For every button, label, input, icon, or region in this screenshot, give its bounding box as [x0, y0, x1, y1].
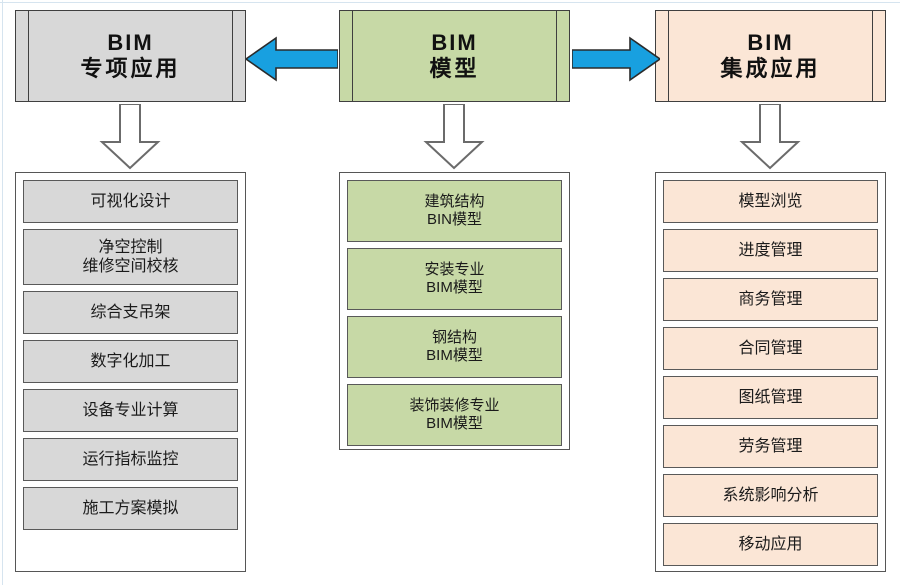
header-box-bim-model[interactable]: BIM 模型	[339, 10, 570, 102]
header-divider-left	[668, 11, 670, 101]
list-item[interactable]: 安装专业 BIM模型	[347, 248, 562, 310]
list-item[interactable]: 商务管理	[663, 278, 878, 321]
list-item-label: 移动应用	[738, 535, 803, 553]
model-to-special-arrow-icon	[246, 36, 338, 82]
header-title-line2: 模型	[429, 56, 480, 81]
list-item[interactable]: 施工方案模拟	[23, 487, 238, 530]
header-divider-right	[871, 11, 873, 101]
header-divider-left	[352, 11, 354, 101]
list-item-label: 合同管理	[738, 339, 803, 357]
list-item-label-2: BIN模型	[426, 211, 482, 228]
list-item[interactable]: 系统影响分析	[663, 474, 878, 517]
list-item-label: 装饰装修专业	[409, 397, 500, 414]
list-item[interactable]: 设备专业计算	[23, 389, 238, 432]
list-item-label: 综合支吊架	[90, 303, 171, 321]
items-frame-bim-model: 建筑结构 BIN模型 安装专业 BIM模型 钢结构 BIM模型 装饰装修专业 B…	[339, 172, 570, 450]
list-item-label-2: 维修空间校核	[82, 258, 179, 275]
header-title-line1: BIM	[431, 30, 478, 56]
column-special-application: BIM 专项应用 可视化设计 净空控制 维修空间校核 综合支吊架 数字化加工 设…	[8, 0, 254, 585]
list-item[interactable]: 移动应用	[663, 523, 878, 566]
items-frame-integrated-application: 模型浏览 进度管理 商务管理 合同管理 图纸管理 劳务管理 系统影响分析 移动应…	[655, 172, 886, 572]
list-item-label: 建筑结构	[424, 193, 485, 210]
list-item-label: 系统影响分析	[722, 486, 819, 504]
list-item-label: 设备专业计算	[82, 401, 179, 419]
down-arrow-icon	[739, 104, 801, 170]
list-item-label: 施工方案模拟	[82, 499, 179, 517]
list-item-label-2: BIM模型	[426, 279, 483, 296]
list-item-label: 净空控制	[98, 238, 163, 256]
list-item[interactable]: 装饰装修专业 BIM模型	[347, 384, 562, 446]
list-item[interactable]: 钢结构 BIM模型	[347, 316, 562, 378]
list-item[interactable]: 运行指标监控	[23, 438, 238, 481]
header-divider-right	[555, 11, 557, 101]
list-item-label: 数字化加工	[90, 352, 171, 370]
header-title-line2: 集成应用	[720, 56, 821, 81]
header-title-line1: BIM	[107, 30, 154, 56]
down-arrow-icon	[423, 104, 485, 170]
column-bim-model: BIM 模型 建筑结构 BIN模型 安装专业 BIM模型 钢结构 BIM模型 装…	[332, 0, 578, 585]
model-to-integrated-arrow-icon	[572, 36, 660, 82]
list-item[interactable]: 进度管理	[663, 229, 878, 272]
list-item-label: 劳务管理	[738, 437, 803, 455]
list-item-label: 商务管理	[738, 290, 803, 308]
list-item[interactable]: 图纸管理	[663, 376, 878, 419]
down-arrow-icon	[99, 104, 161, 170]
header-title-line1: BIM	[747, 30, 794, 56]
header-title-line2: 专项应用	[80, 56, 181, 81]
page-edge-line-top	[0, 2, 900, 3]
list-item-label: 模型浏览	[738, 192, 803, 210]
items-frame-special-application: 可视化设计 净空控制 维修空间校核 综合支吊架 数字化加工 设备专业计算 运行指…	[15, 172, 246, 572]
header-box-special-application[interactable]: BIM 专项应用	[15, 10, 246, 102]
header-divider-left	[28, 11, 30, 101]
list-item[interactable]: 建筑结构 BIN模型	[347, 180, 562, 242]
list-item[interactable]: 净空控制 维修空间校核	[23, 229, 238, 285]
list-item-label: 安装专业	[424, 261, 485, 278]
list-item[interactable]: 综合支吊架	[23, 291, 238, 334]
list-item[interactable]: 模型浏览	[663, 180, 878, 223]
list-item-label-2: BIM模型	[426, 347, 483, 364]
list-item-label: 可视化设计	[90, 192, 171, 210]
list-item-label: 钢结构	[431, 329, 477, 346]
list-item-label: 图纸管理	[738, 388, 803, 406]
list-item[interactable]: 合同管理	[663, 327, 878, 370]
list-item[interactable]: 可视化设计	[23, 180, 238, 223]
list-item-label-2: BIM模型	[426, 415, 483, 432]
list-item-label: 进度管理	[738, 241, 803, 259]
column-integrated-application: BIM 集成应用 模型浏览 进度管理 商务管理 合同管理 图纸管理 劳务管理	[648, 0, 894, 585]
header-box-integrated-application[interactable]: BIM 集成应用	[655, 10, 886, 102]
page-edge-line-left	[2, 0, 3, 585]
header-divider-right	[231, 11, 233, 101]
list-item[interactable]: 劳务管理	[663, 425, 878, 468]
list-item[interactable]: 数字化加工	[23, 340, 238, 383]
list-item-label: 运行指标监控	[82, 450, 179, 468]
